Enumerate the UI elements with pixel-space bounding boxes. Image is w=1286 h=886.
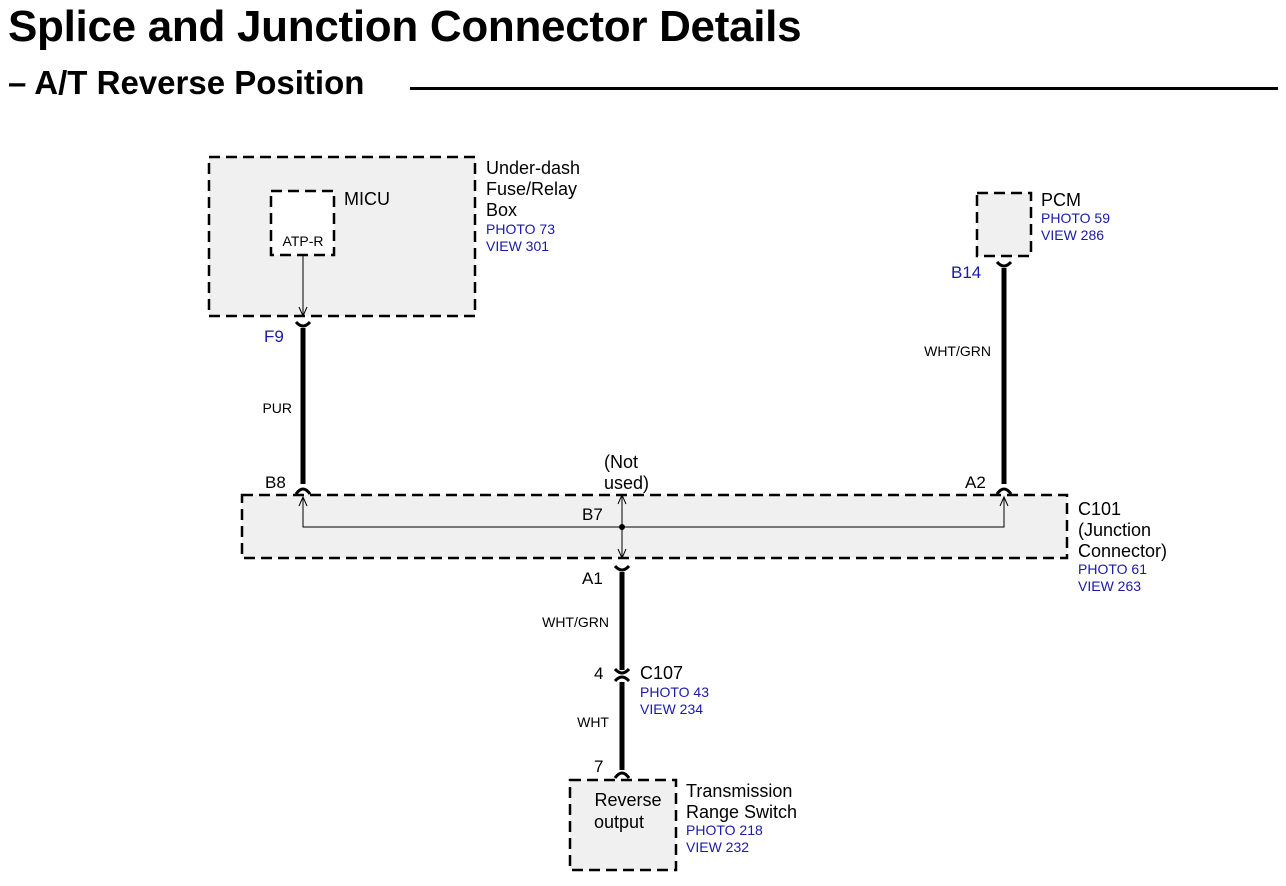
b8-terminal-cap [294,487,312,495]
b8-pin-label: B8 [265,473,286,492]
section-rule [410,87,1278,90]
trs-pin-label: 7 [594,757,603,776]
pcm-label: PCM [1041,190,1081,210]
trs-photo-link[interactable]: PHOTO 218 [686,822,763,838]
fuse-box-name-line3: Box [486,200,517,220]
a2-pin-label: A2 [965,473,986,492]
c101-photo-link[interactable]: PHOTO 61 [1078,561,1147,577]
page-title: Splice and Junction Connector Details [8,2,802,51]
trs-name-line1: Transmission [686,781,792,801]
pur-wire-color-label: PUR [262,400,292,416]
b14-pin-label: B14 [951,263,981,282]
pcm-view-link[interactable]: VIEW 286 [1041,227,1104,243]
c107-cap-top [613,667,631,675]
f9-pin-label: F9 [264,327,284,346]
fuse-box-view-link[interactable]: VIEW 301 [486,238,549,254]
c101-name-line2: (Junction [1078,520,1151,540]
f9-terminal-cap [294,320,312,328]
a1-terminal-cap [613,564,631,572]
trs-terminal-cap [613,771,631,779]
a1-pin-label: A1 [582,569,603,588]
b14-terminal-cap [995,260,1013,268]
a1-internal-arrow [617,548,627,560]
a2-terminal-cap [995,487,1013,495]
b8-internal-arrow [298,495,308,507]
c107-label: C107 [640,663,683,683]
fuse-box-name-line1: Under-dash [486,158,580,178]
c101-name-line1: C101 [1078,499,1121,519]
fuse-box-photo-link[interactable]: PHOTO 73 [486,221,555,237]
atp-r-arrow [298,306,308,318]
trs-name-line2: Range Switch [686,802,797,822]
b7-pin-label: B7 [582,505,603,524]
fuse-box-name-line2: Fuse/Relay [486,179,577,199]
fuse-relay-box-outline [207,155,477,318]
junction-internal-bus [302,497,1005,528]
c107-view-link[interactable]: VIEW 234 [640,701,703,717]
pcm-box[interactable] [975,191,1033,258]
junction-wire-color-label: WHT/GRN [542,614,609,630]
reverse-output-line2: output [594,812,644,832]
transmission-range-switch-box[interactable] [568,778,678,872]
c107-cap-bottom [613,675,631,683]
section-header: – A/T Reverse Position [8,64,1278,108]
c101-view-link[interactable]: VIEW 263 [1078,578,1141,594]
b7-internal-arrow [617,493,627,505]
fuse-relay-box[interactable] [207,155,477,318]
pcm-wire-color-label: WHT/GRN [924,343,991,359]
not-used-label-line1: (Not [604,452,638,472]
splice-point [619,524,625,530]
a2-internal-arrow [999,495,1009,507]
wht-wire-color-label: WHT [577,714,609,730]
pcm-photo-link[interactable]: PHOTO 59 [1041,210,1110,226]
section-subtitle: – A/T Reverse Position [8,64,365,101]
c101-name-line3: Connector) [1078,541,1167,561]
reverse-output-line1: Reverse [594,790,661,810]
atp-r-terminal-label: ATP-R [283,233,324,249]
c107-pin-label: 4 [594,664,603,683]
c107-photo-link[interactable]: PHOTO 43 [640,684,709,700]
trs-view-link[interactable]: VIEW 232 [686,839,749,855]
not-used-label-line2: used) [604,473,649,493]
micu-label: MICU [344,189,390,209]
